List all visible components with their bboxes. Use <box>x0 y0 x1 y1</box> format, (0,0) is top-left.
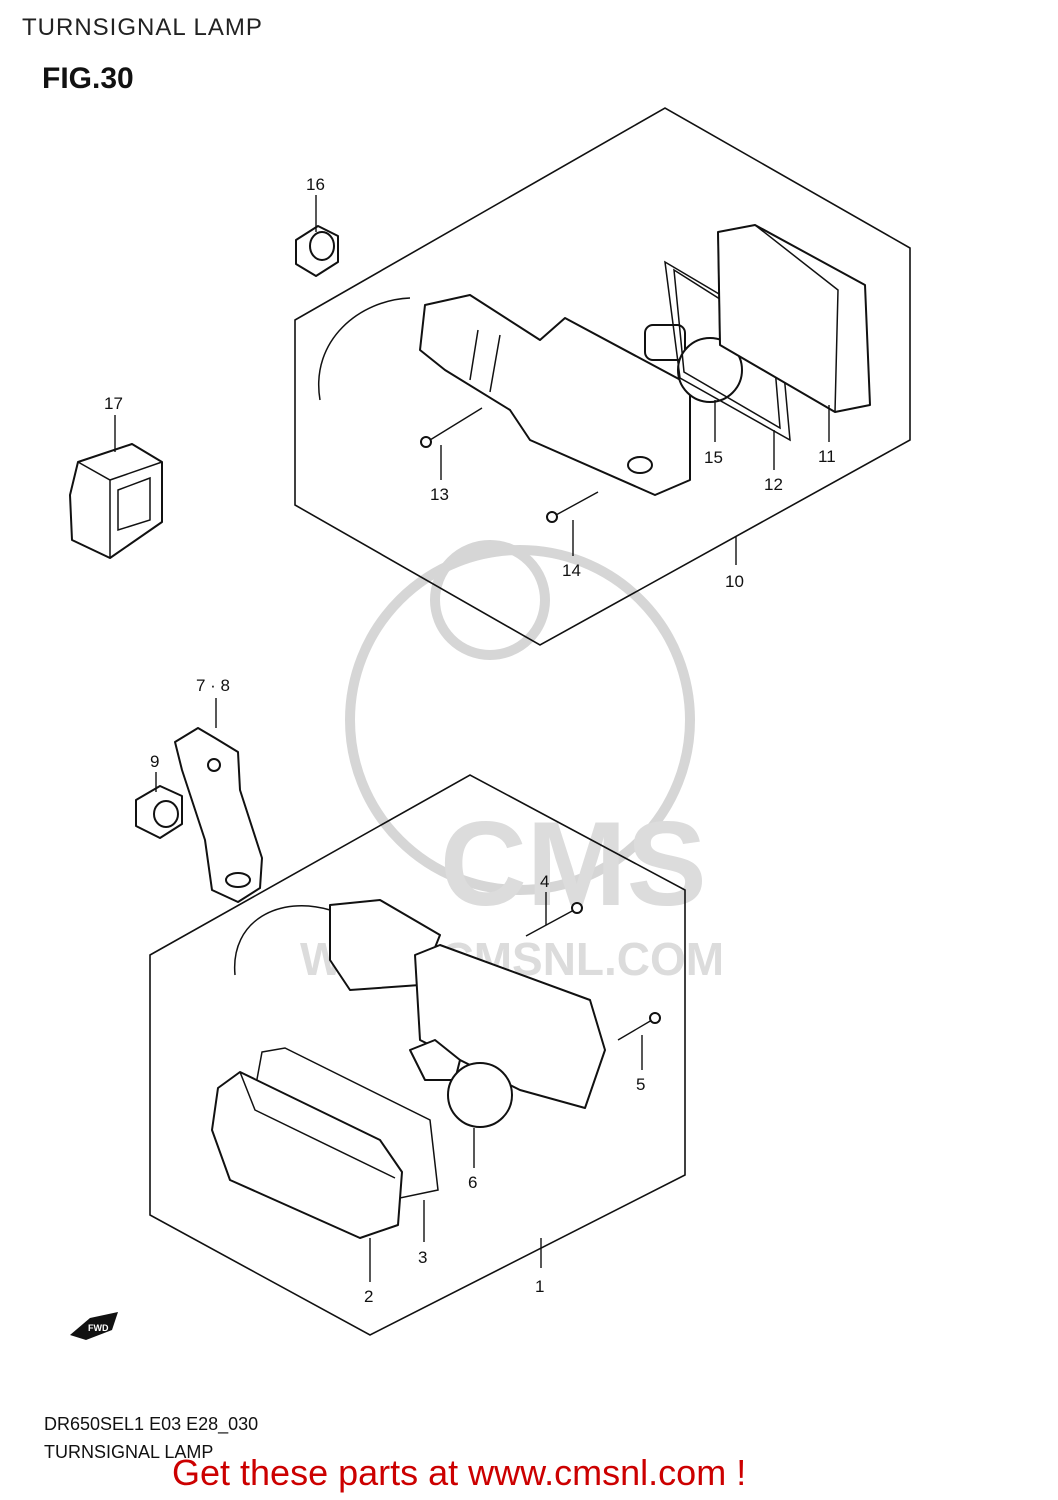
upper-assembly-frame <box>294 107 911 646</box>
screw-part-5 <box>617 1012 661 1041</box>
callout-6: 6 <box>468 1173 477 1192</box>
lower-lamp-body <box>234 899 606 1109</box>
callout-17: 17 <box>104 394 123 413</box>
callout-10: 10 <box>725 572 744 591</box>
figure-number: FIG.30 <box>42 62 134 95</box>
footer-title: TURNSIGNAL LAMP <box>44 1442 214 1462</box>
bracket-part-7-8 <box>174 727 263 903</box>
watermark-mascot-head <box>430 540 550 660</box>
callout-12: 12 <box>764 475 783 494</box>
upper-lamp-body <box>318 294 691 496</box>
connector-part-17 <box>69 443 163 559</box>
lower-assembly-frame <box>149 774 686 1336</box>
fwd-label: FWD <box>88 1323 109 1333</box>
callout-5: 5 <box>636 1075 645 1094</box>
page-title: TURNSIGNAL LAMP <box>22 14 263 41</box>
parts-link[interactable]: Get these parts at www.cmsnl.com ! <box>172 1452 747 1493</box>
fwd-arrow-icon: FWD <box>70 1312 118 1340</box>
callout-15: 15 <box>704 448 723 467</box>
callout-7-8: 7 · 8 <box>196 676 230 695</box>
upper-lens-part-11 <box>717 224 871 413</box>
diagram-code: DR650SEL1 E03 E28_030 <box>44 1414 259 1434</box>
nut-part-9 <box>135 785 183 839</box>
screw-part-14 <box>546 491 599 523</box>
nut-part-16 <box>295 225 339 277</box>
callouts: 16 17 13 14 15 12 11 10 7 · 8 9 4 5 6 3 … <box>104 175 836 1306</box>
callout-2: 2 <box>364 1287 373 1306</box>
screw-part-4 <box>525 902 583 937</box>
callout-13: 13 <box>430 485 449 504</box>
callout-4: 4 <box>540 872 549 891</box>
lower-lens-part-2 <box>211 1071 403 1239</box>
callout-11: 11 <box>818 447 836 466</box>
callout-14: 14 <box>562 561 581 580</box>
callout-9: 9 <box>150 752 159 771</box>
lower-bulb-part-6 <box>409 1039 513 1128</box>
callout-1: 1 <box>535 1277 544 1296</box>
callout-16: 16 <box>306 175 325 194</box>
callout-3: 3 <box>418 1248 427 1267</box>
screw-part-13 <box>420 407 483 448</box>
